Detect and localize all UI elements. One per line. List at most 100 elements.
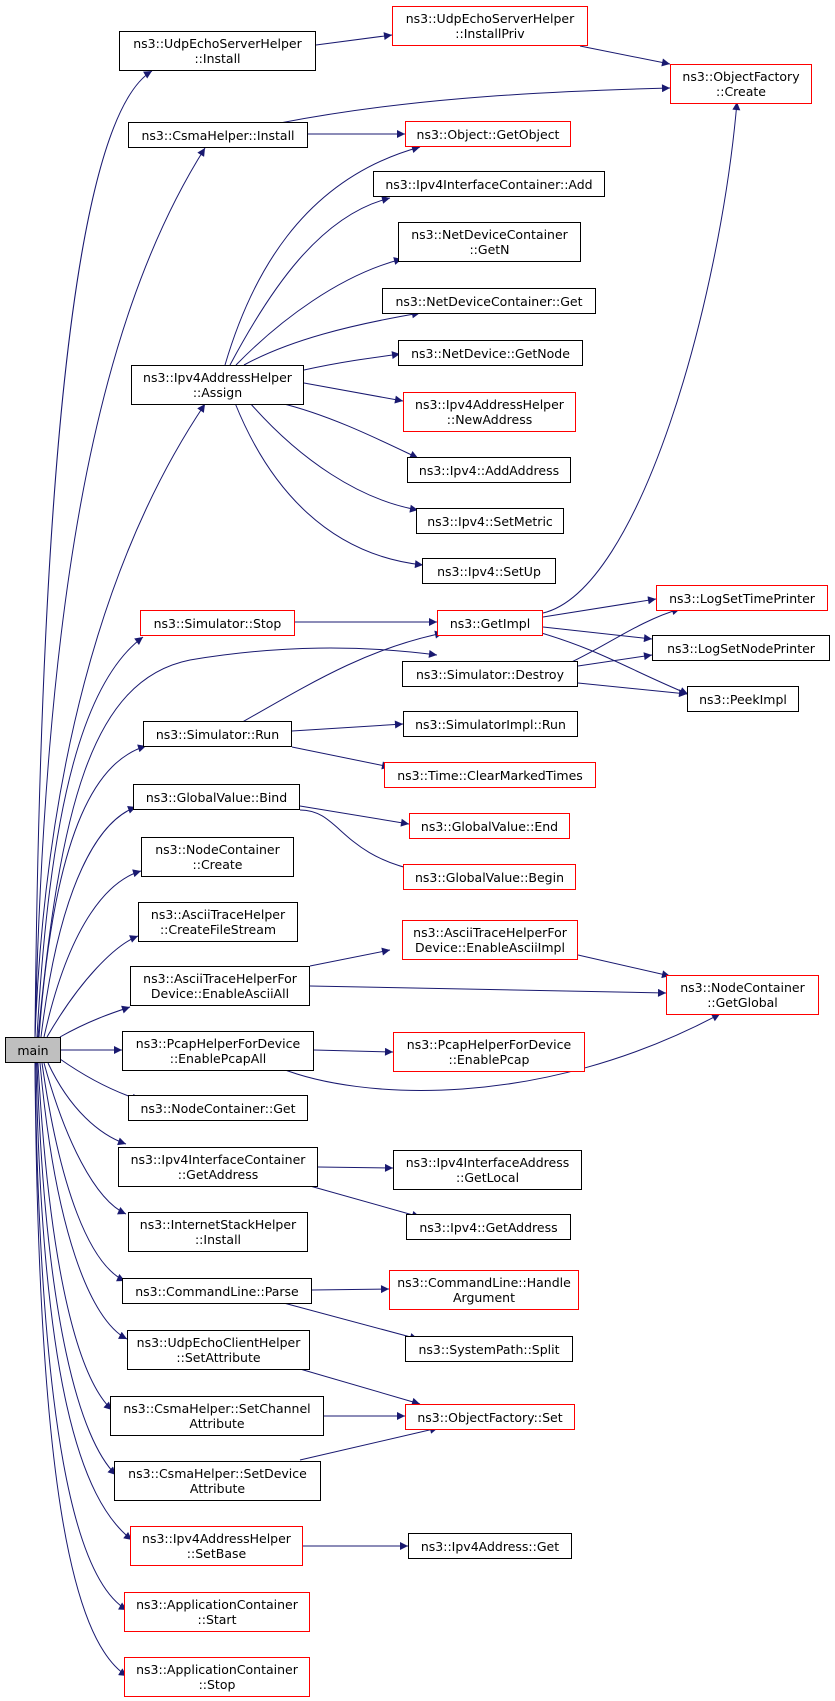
edge-enable-impl-get-global xyxy=(577,954,671,979)
node-main-label: main xyxy=(17,1042,49,1058)
edge-assign-new-address xyxy=(303,382,404,404)
node-label-line-1: ns3::GlobalValue::End xyxy=(420,818,559,834)
node-ipv4-address-helper-new-address[interactable]: ns3::Ipv4AddressHelper ::NewAddress xyxy=(403,392,576,432)
node-log-set-node-printer[interactable]: ns3::LogSetNodePrinter xyxy=(652,635,830,661)
node-label-line-1: ns3::Ipv4::GetAddress xyxy=(419,1219,558,1235)
node-ipv4-interface-address-get-local[interactable]: ns3::Ipv4InterfaceAddress ::GetLocal xyxy=(393,1150,582,1190)
node-simulator-run[interactable]: ns3::Simulator::Run xyxy=(143,721,292,747)
node-object-get-object[interactable]: ns3::Object::GetObject xyxy=(405,121,571,147)
edge-assign-ic-add xyxy=(229,196,391,366)
edge-main-command-line-parse xyxy=(41,1062,126,1282)
node-ipv4-address-helper-assign[interactable]: ns3::Ipv4AddressHelper ::Assign xyxy=(131,365,304,405)
node-ipv4-address-helper-set-base[interactable]: ns3::Ipv4AddressHelper ::SetBase xyxy=(130,1526,303,1566)
node-command-line-handle-argument[interactable]: ns3::CommandLine::Handle Argument xyxy=(389,1270,579,1310)
node-system-path-split[interactable]: ns3::SystemPath::Split xyxy=(405,1336,573,1362)
node-peek-impl[interactable]: ns3::PeekImpl xyxy=(687,686,799,712)
node-label-line-2: ::InstallPriv xyxy=(455,26,525,41)
node-object-factory-set[interactable]: ns3::ObjectFactory::Set xyxy=(405,1404,575,1430)
node-label-line-1: ns3::CsmaHelper::Install xyxy=(141,127,295,143)
edge-main-ipv4-ic-get-address xyxy=(47,1062,127,1146)
node-node-container-get-global[interactable]: ns3::NodeContainer ::GetGlobal xyxy=(666,975,819,1015)
node-node-container-create[interactable]: ns3::NodeContainer ::Create xyxy=(141,837,294,877)
node-label-line-1: ns3::PeekImpl xyxy=(699,691,787,707)
node-label-line-1: ns3::PcapHelperForDevice xyxy=(135,1036,301,1051)
edge-bind-end xyxy=(299,805,410,827)
node-global-value-begin[interactable]: ns3::GlobalValue::Begin xyxy=(403,864,576,890)
edge-bind-begin xyxy=(299,809,421,874)
node-udp-echo-client-set-attribute[interactable]: ns3::UdpEchoClientHelper ::SetAttribute xyxy=(127,1330,310,1370)
edge-get-impl-log-node-printer xyxy=(542,626,653,643)
node-ascii-trace-create-file-stream[interactable]: ns3::AsciiTraceHelper ::CreateFileStream xyxy=(138,902,298,942)
node-time-clear-marked-times[interactable]: ns3::Time::ClearMarkedTimes xyxy=(384,762,596,788)
node-command-line-parse[interactable]: ns3::CommandLine::Parse xyxy=(122,1278,312,1304)
node-label-line-2: Argument xyxy=(452,1290,516,1305)
node-simulator-stop[interactable]: ns3::Simulator::Stop xyxy=(140,610,295,636)
node-pcap-enable-pcap[interactable]: ns3::PcapHelperForDevice ::EnablePcap xyxy=(393,1032,585,1072)
node-label-line-1: ns3::Ipv4AddressHelper xyxy=(143,370,292,385)
node-label-line-1: ns3::LogSetNodePrinter xyxy=(667,640,815,656)
node-label-line-1: ns3::Simulator::Stop xyxy=(153,615,282,631)
node-csma-helper-install[interactable]: ns3::CsmaHelper::Install xyxy=(128,122,308,148)
node-ipv4-set-up[interactable]: ns3::Ipv4::SetUp xyxy=(422,558,556,584)
edge-assign-ndc-get xyxy=(243,310,421,366)
node-net-device-container-get[interactable]: ns3::NetDeviceContainer::Get xyxy=(382,288,596,314)
edge-main-udp-client-set-attribute xyxy=(39,1062,128,1340)
node-label-line-1: ns3::Ipv4AddressHelper xyxy=(415,397,564,412)
node-label-line-1: ns3::InternetStackHelper xyxy=(139,1217,297,1232)
node-label-line-1: ns3::ApplicationContainer xyxy=(136,1597,298,1612)
node-label-line-2: ::GetN xyxy=(469,242,510,257)
node-label-line-1: ns3::Object::GetObject xyxy=(416,126,560,142)
node-get-impl[interactable]: ns3::GetImpl xyxy=(437,610,543,636)
node-application-container-start[interactable]: ns3::ApplicationContainer ::Start xyxy=(124,1592,310,1632)
node-udp-echo-server-install-priv[interactable]: ns3::UdpEchoServerHelper ::InstallPriv xyxy=(392,6,588,46)
edge-main-ipv4-assign xyxy=(34,403,206,1038)
node-ipv4-set-metric[interactable]: ns3::Ipv4::SetMetric xyxy=(416,508,564,534)
node-object-factory-create[interactable]: ns3::ObjectFactory ::Create xyxy=(670,64,812,104)
node-ascii-enable-ascii-impl[interactable]: ns3::AsciiTraceHelperFor Device::EnableA… xyxy=(402,920,578,960)
node-label-line-2: Attribute xyxy=(189,1416,245,1431)
node-application-container-stop[interactable]: ns3::ApplicationContainer ::Stop xyxy=(124,1657,310,1697)
edge-run-get-impl xyxy=(222,630,444,734)
node-ipv4-get-address[interactable]: ns3::Ipv4::GetAddress xyxy=(406,1214,571,1240)
node-internet-stack-helper-install[interactable]: ns3::InternetStackHelper ::Install xyxy=(128,1212,308,1252)
node-label-line-2: ::Stop xyxy=(198,1677,236,1692)
node-node-container-get[interactable]: ns3::NodeContainer::Get xyxy=(128,1095,308,1121)
node-label-line-1: ns3::Ipv4InterfaceAddress xyxy=(405,1155,570,1170)
node-log-set-time-printer[interactable]: ns3::LogSetTimePrinter xyxy=(656,585,828,611)
node-label-line-2: ::Install xyxy=(194,51,241,66)
node-label-line-2: ::EnablePcap xyxy=(448,1052,530,1067)
node-ipv4-interface-container-add[interactable]: ns3::Ipv4InterfaceContainer::Add xyxy=(373,171,605,197)
node-udp-echo-server-install[interactable]: ns3::UdpEchoServerHelper ::Install xyxy=(119,31,316,71)
node-ipv4-address-get[interactable]: ns3::Ipv4Address::Get xyxy=(408,1533,572,1559)
node-label-line-1: ns3::NodeContainer xyxy=(155,842,280,857)
node-net-device-container-get-n[interactable]: ns3::NetDeviceContainer ::GetN xyxy=(398,222,581,262)
node-global-value-bind[interactable]: ns3::GlobalValue::Bind xyxy=(133,784,300,810)
node-ipv4-add-address[interactable]: ns3::Ipv4::AddAddress xyxy=(407,457,571,483)
node-simulator-destroy[interactable]: ns3::Simulator::Destroy xyxy=(402,661,578,687)
node-label-line-1: ns3::Ipv4Address::Get xyxy=(420,1538,560,1554)
node-pcap-enable-pcap-all[interactable]: ns3::PcapHelperForDevice ::EnablePcapAll xyxy=(122,1031,314,1071)
node-label-line-2: ::Start xyxy=(197,1612,237,1627)
node-csma-set-device-attribute[interactable]: ns3::CsmaHelper::SetDevice Attribute xyxy=(114,1461,321,1501)
node-global-value-end[interactable]: ns3::GlobalValue::End xyxy=(409,813,570,839)
node-label-line-1: ns3::UdpEchoServerHelper xyxy=(133,36,302,51)
node-label-line-2: Device::EnableAsciiImpl xyxy=(415,940,565,955)
edge-assign-set-up xyxy=(234,402,424,569)
edge-device-attr-factory-set xyxy=(299,1425,439,1461)
node-label-line-1: ns3::UdpEchoClientHelper xyxy=(136,1335,301,1350)
node-simulator-impl-run[interactable]: ns3::SimulatorImpl::Run xyxy=(403,711,578,737)
node-label-line-1: ns3::UdpEchoServerHelper xyxy=(405,11,575,26)
node-csma-set-channel-attribute[interactable]: ns3::CsmaHelper::SetChannel Attribute xyxy=(110,1396,324,1436)
node-label-line-1: ns3::GetImpl xyxy=(449,615,531,631)
node-label-line-1: ns3::GlobalValue::Bind xyxy=(145,789,288,805)
edge-enable-all-enable-impl xyxy=(309,947,391,967)
node-label-line-1: ns3::AsciiTraceHelperFor xyxy=(413,925,567,940)
node-ipv4-interface-container-get-address[interactable]: ns3::Ipv4InterfaceContainer ::GetAddress xyxy=(118,1147,318,1187)
node-label-line-1: ns3::CsmaHelper::SetChannel xyxy=(123,1401,311,1416)
edge-main-app-stop xyxy=(34,1062,128,1677)
node-ascii-enable-ascii-all[interactable]: ns3::AsciiTraceHelperFor Device::EnableA… xyxy=(130,966,310,1006)
node-label-line-2: ::EnablePcapAll xyxy=(169,1051,267,1066)
node-net-device-get-node[interactable]: ns3::NetDevice::GetNode xyxy=(398,340,583,366)
